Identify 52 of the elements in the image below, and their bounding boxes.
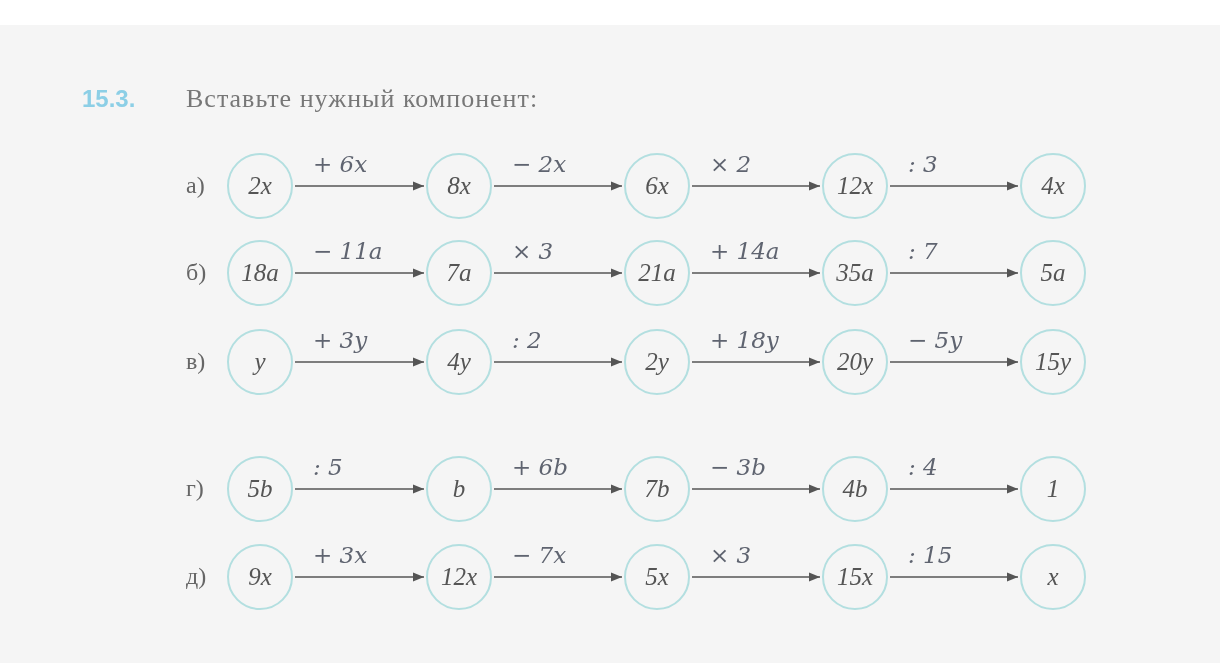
number-circle: 12x: [426, 544, 492, 610]
row-marker: а): [186, 172, 205, 199]
number-circle: 1: [1020, 456, 1086, 522]
exercise-number: 15.3.: [82, 85, 136, 113]
arrow: [493, 572, 623, 582]
arrow: [294, 572, 425, 582]
arrow: [691, 484, 821, 494]
number-circle: 5x: [624, 544, 690, 610]
row-marker: г): [186, 475, 204, 502]
arrow: [493, 181, 623, 191]
number-circle: 4b: [822, 456, 888, 522]
number-circle: 7b: [624, 456, 690, 522]
number-circle: 12x: [822, 153, 888, 219]
number-circle: x: [1020, 544, 1086, 610]
arrow: [691, 268, 821, 278]
arrow: [889, 268, 1019, 278]
number-circle: y: [227, 329, 293, 395]
row-marker: б): [186, 259, 207, 286]
arrow: [493, 268, 623, 278]
number-circle: 5a: [1020, 240, 1086, 306]
number-circle: 8x: [426, 153, 492, 219]
arrow: [691, 181, 821, 191]
row-marker: д): [186, 563, 207, 590]
number-circle: b: [426, 456, 492, 522]
row-marker: в): [186, 348, 206, 375]
number-circle: 4y: [426, 329, 492, 395]
number-circle: 6x: [624, 153, 690, 219]
arrow: [493, 357, 623, 367]
arrow: [691, 357, 821, 367]
arrow: [294, 484, 425, 494]
number-circle: 2x: [227, 153, 293, 219]
arrow: [294, 268, 425, 278]
arrow: [691, 572, 821, 582]
number-circle: 18a: [227, 240, 293, 306]
number-circle: 5b: [227, 456, 293, 522]
arrow: [294, 181, 425, 191]
number-circle: 4x: [1020, 153, 1086, 219]
arrow: [889, 181, 1019, 191]
number-circle: 20y: [822, 329, 888, 395]
number-circle: 9x: [227, 544, 293, 610]
number-circle: 2y: [624, 329, 690, 395]
arrow: [889, 484, 1019, 494]
number-circle: 15x: [822, 544, 888, 610]
arrow: [493, 484, 623, 494]
arrow: [889, 357, 1019, 367]
arrow: [294, 357, 425, 367]
task-heading: Вставьте нужный компонент:: [186, 84, 539, 114]
number-circle: 7a: [426, 240, 492, 306]
number-circle: 35a: [822, 240, 888, 306]
arrow: [889, 572, 1019, 582]
number-circle: 15y: [1020, 329, 1086, 395]
number-circle: 21a: [624, 240, 690, 306]
